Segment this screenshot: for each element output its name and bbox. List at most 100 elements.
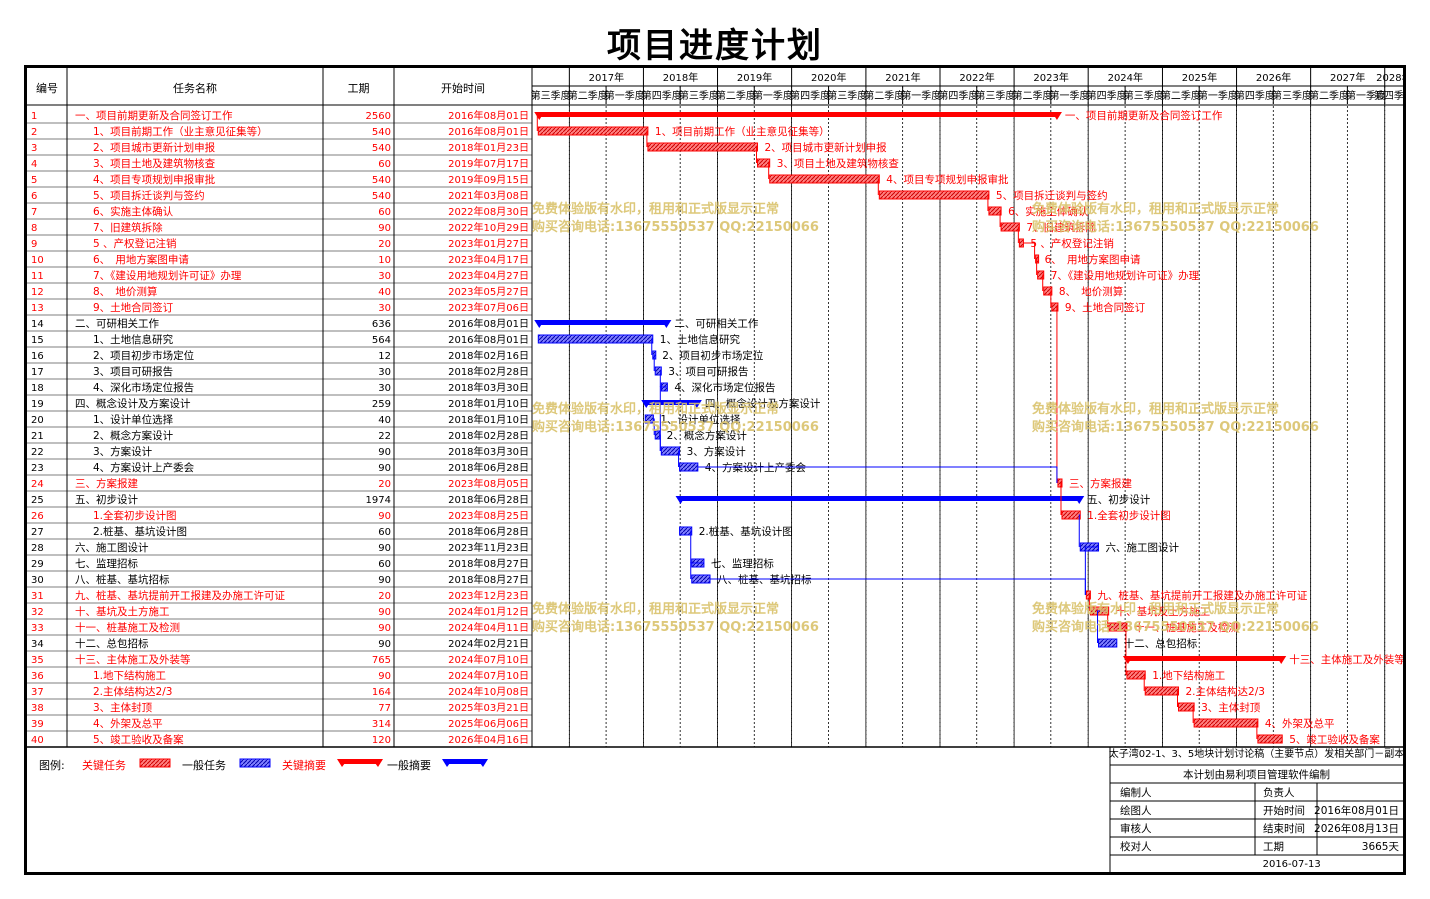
task-bar-label: 十、基坑及土方施工 (1116, 605, 1211, 618)
quarter-label: 第三季度 (827, 89, 867, 102)
task-bar-label: 1、设计单位选择 (660, 413, 741, 426)
table-cell-name: 2、项目城市更新计划申报 (93, 141, 216, 154)
table-cell-start: 2023年11月23日 (448, 541, 529, 554)
summary-bar-cap (534, 112, 545, 120)
task-bar-label: 3、项目土地及建筑物核查 (777, 157, 900, 170)
legend-item-text: 关键任务 (82, 758, 126, 772)
table-cell-duration: 90 (378, 623, 391, 634)
table-cell-start: 2022年08月30日 (448, 205, 529, 218)
task-bar (1178, 702, 1195, 712)
watermark-text: 免费体验版有水印，租用和正式版显示正常 (1032, 601, 1279, 617)
table-cell-duration: 540 (372, 143, 391, 154)
task-bar-label: 6、 用地方案图申请 (1045, 253, 1141, 266)
table-cell-id: 10 (31, 255, 44, 266)
table-cell-start: 2023年08月05日 (448, 477, 529, 490)
table-cell-start: 2018年06月28日 (448, 493, 529, 506)
table-cell-start: 2026年04月16日 (448, 733, 529, 746)
task-bar-label: 4、项目专项规划申报审批 (886, 173, 1009, 186)
table-cell-id: 1 (31, 111, 37, 122)
table-cell-id: 20 (31, 415, 44, 426)
table-cell-duration: 1974 (366, 495, 391, 506)
quarter-label: 第一季度 (1198, 89, 1238, 102)
watermark-text: 购买咨询电话:13675550537 QQ:22150066 (1032, 419, 1319, 435)
dependency-link (651, 338, 653, 355)
task-bar-label: 4、外架及总平 (1265, 717, 1335, 730)
table-cell-duration: 20 (378, 591, 391, 602)
table-cell-duration: 40 (378, 415, 391, 426)
summary-bar-cap (641, 400, 652, 408)
table-cell-name: 4、深化市场定位报告 (93, 381, 194, 394)
legend-item-text: 一般任务 (182, 759, 226, 772)
dependency-link (1060, 482, 1062, 515)
page-title: 项目进度计划 (607, 26, 823, 66)
task-bar-label: 5、项目拆迁谈判与签约 (996, 189, 1108, 202)
summary-bar (1126, 656, 1283, 661)
table-cell-id: 9 (31, 239, 37, 250)
column-header-start: 开始时间 (441, 81, 485, 95)
table-cell-start: 2018年06月28日 (448, 461, 529, 474)
table-cell-name: 九、桩基、基坑提前开工报建及办施工许可证 (75, 589, 285, 602)
quarter-label: 第一季度 (605, 89, 645, 102)
task-bar-label: 7、旧建筑拆除 (1026, 221, 1096, 234)
table-cell-name: 5、项目拆迁谈判与签约 (93, 189, 205, 202)
task-bar-label: 2.主体结构达2/3 (1186, 685, 1265, 698)
dependency-link (690, 562, 704, 579)
task-bar-label: 七、监理招标 (711, 557, 774, 570)
table-cell-name: 2.主体结构达2/3 (93, 685, 172, 698)
summary-bar (538, 320, 668, 325)
table-cell-duration: 765 (372, 655, 391, 666)
info-value: 2026年08月13日 (1314, 822, 1399, 835)
watermark-text: 免费体验版有水印，租用和正式版显示正常 (532, 601, 779, 617)
watermark-text: 免费体验版有水印，租用和正式版显示正常 (532, 201, 779, 217)
dependency-link (1042, 274, 1044, 291)
table-cell-id: 17 (31, 367, 44, 378)
info-label: 开始时间 (1263, 804, 1305, 817)
year-label: 2017年 (589, 71, 624, 84)
task-bar-label: 7、《建设用地规划许可证》办理 (1051, 269, 1200, 282)
column-header-name: 任务名称 (173, 81, 217, 95)
info-label: 工期 (1263, 841, 1284, 853)
table-cell-duration: 40 (378, 287, 391, 298)
quarter-label: 第三季度 (1272, 89, 1312, 102)
table-cell-id: 35 (31, 655, 44, 666)
quarter-label: 第二季度 (1309, 89, 1349, 102)
dependency-link (1036, 258, 1038, 275)
dependency-link (1097, 610, 1109, 643)
legend-swatch-cap (337, 759, 348, 767)
table-cell-duration: 90 (378, 639, 391, 650)
legend-swatch (340, 759, 380, 764)
quarter-label: 第二季度 (568, 89, 608, 102)
table-cell-name: 2.桩基、基坑设计图 (93, 525, 187, 538)
task-bar-label: 2、项目城市更新计划申报 (765, 141, 888, 154)
table-cell-start: 2023年01月27日 (448, 237, 529, 250)
table-cell-id: 13 (31, 303, 44, 314)
task-bar-label: 2、项目初步市场定位 (662, 349, 764, 362)
dependency-link (1125, 626, 1127, 675)
table-cell-start: 2023年07月06日 (448, 301, 529, 314)
table-cell-name: 四、概念设计及方案设计 (75, 397, 191, 410)
info-value: 3665天 (1362, 841, 1400, 853)
dependency-link (653, 354, 656, 371)
table-cell-duration: 60 (378, 559, 391, 570)
task-bar-label: 3、主体封顶 (1201, 701, 1261, 714)
year-label: 2020年 (811, 71, 846, 84)
table-cell-duration: 90 (378, 447, 391, 458)
table-cell-duration: 10 (378, 255, 391, 266)
info-label: 编制人 (1120, 786, 1152, 799)
table-cell-duration: 30 (378, 271, 391, 282)
table-cell-id: 39 (31, 719, 44, 730)
table-cell-name: 十二、总包招标 (75, 637, 149, 650)
dependency-link (697, 466, 1058, 483)
legend-swatch (139, 758, 171, 768)
task-bar-label: 6、实施主体确认 (1008, 205, 1089, 218)
table-cell-name: 七、监理招标 (75, 557, 138, 570)
table-cell-duration: 564 (372, 335, 391, 346)
table-cell-name: 6、实施主体确认 (93, 205, 174, 218)
year-label: 2019年 (737, 71, 772, 84)
dependency-link (1078, 514, 1081, 547)
table-cell-name: 1.地下结构施工 (93, 669, 166, 682)
table-cell-start: 2016年08月01日 (448, 317, 529, 330)
table-cell-id: 18 (31, 383, 44, 394)
summary-bar-cap (661, 320, 672, 328)
info-label: 校对人 (1120, 840, 1152, 853)
